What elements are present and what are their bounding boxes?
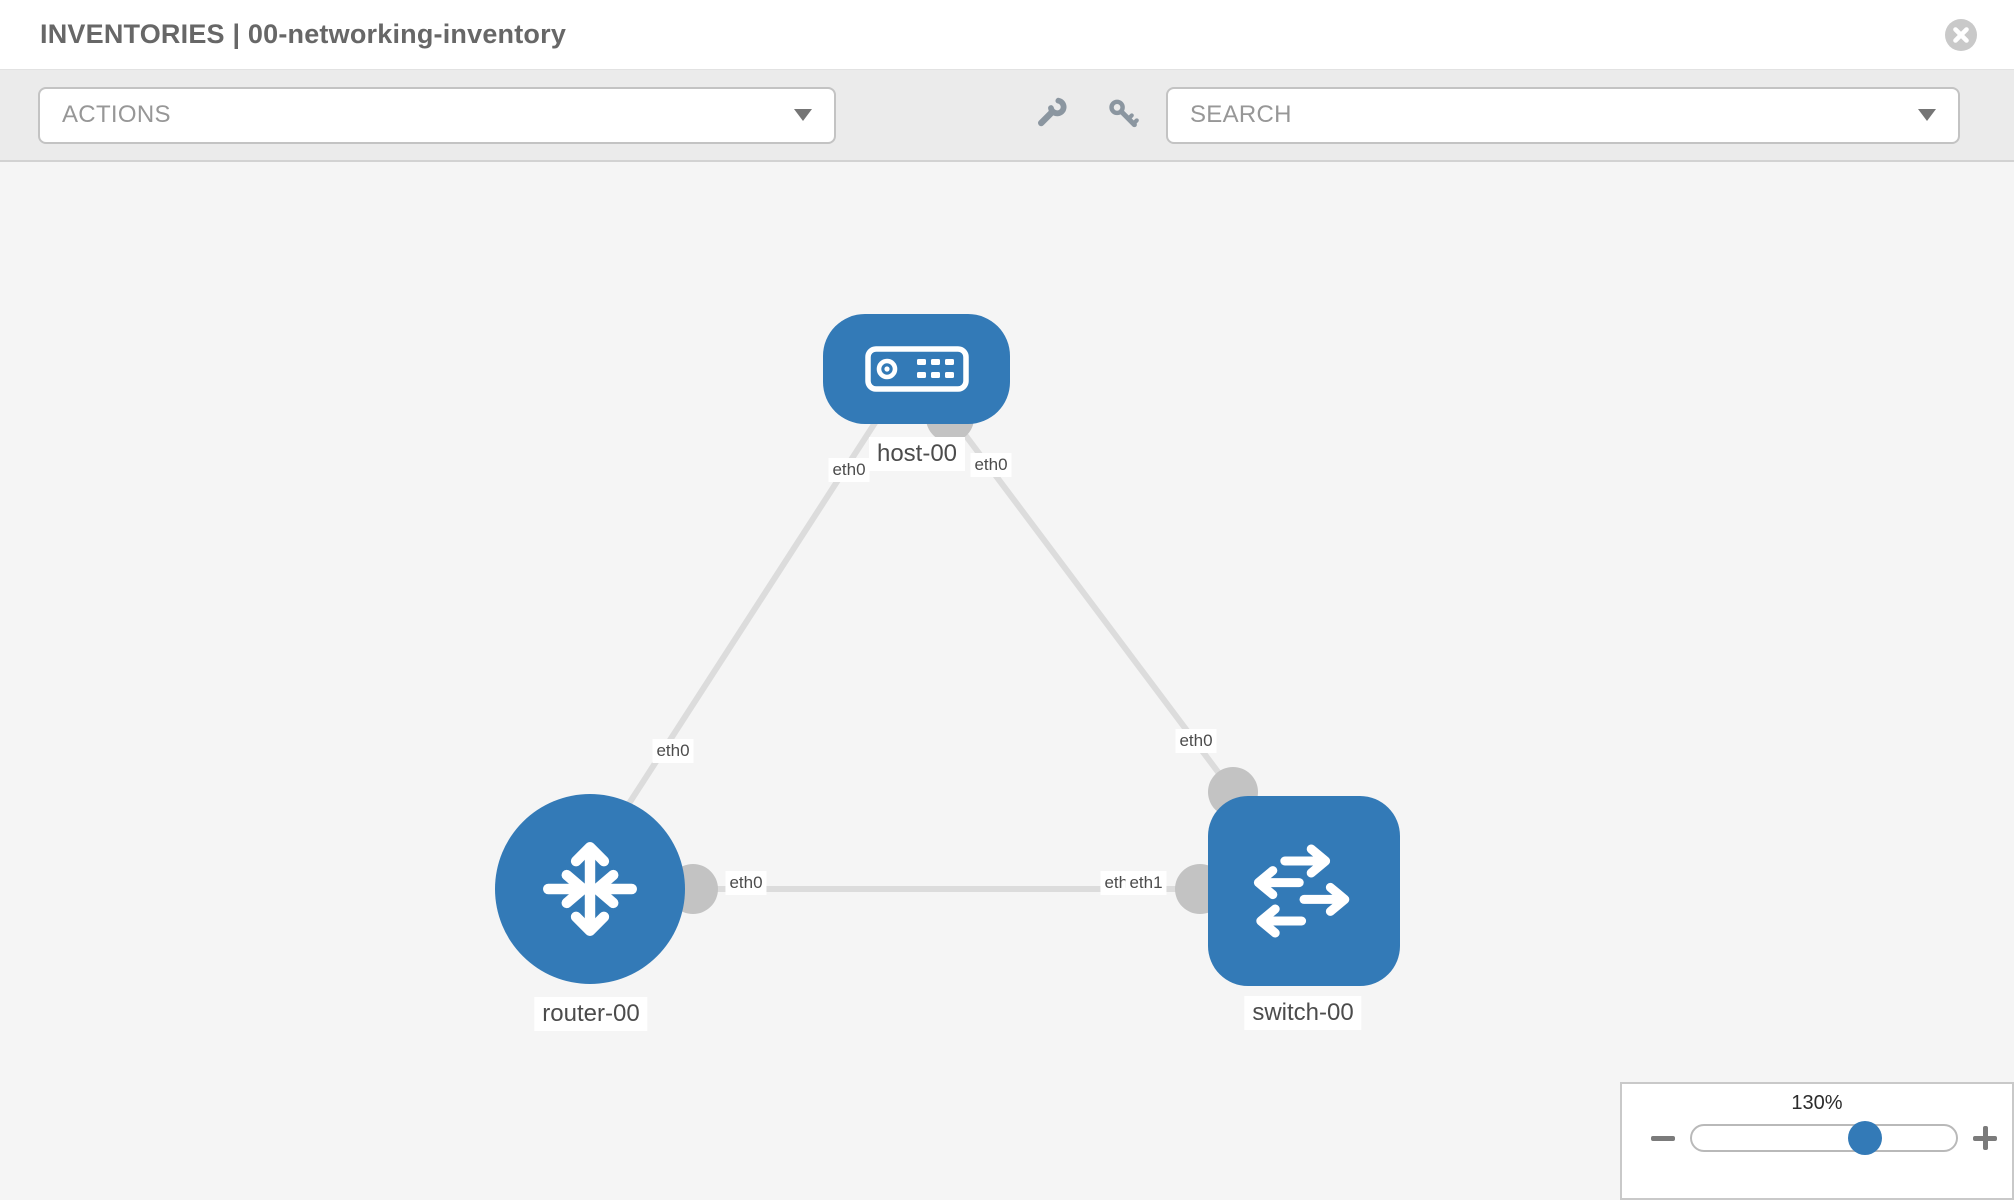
key-button[interactable] <box>1106 97 1142 133</box>
interface-label: eth0 <box>1175 729 1217 753</box>
interface-label: eth0 <box>970 453 1012 477</box>
search-dropdown[interactable]: SEARCH <box>1166 86 1960 144</box>
node-label-router-00: router-00 <box>534 997 648 1031</box>
interface-label: eth0 <box>652 739 694 763</box>
chevron-down-icon <box>794 109 812 121</box>
interface-label: eth0 <box>828 458 870 482</box>
router-arrows-icon <box>543 842 637 936</box>
zoom-slider-track[interactable] <box>1690 1121 1958 1155</box>
zoom-out-minus-icon[interactable] <box>1650 1125 1676 1151</box>
topology-canvas[interactable]: host-00 router-00 switch-00 eth0 eth0 et… <box>0 162 2014 1200</box>
search-placeholder: SEARCH <box>1190 101 1292 128</box>
zoom-slider-thumb[interactable] <box>1848 1121 1882 1155</box>
toolbar-tools <box>1034 97 1142 133</box>
switch-arrows-icon <box>1253 844 1350 938</box>
zoom-in-plus-icon[interactable] <box>1972 1125 1998 1151</box>
actions-dropdown[interactable]: ACTIONS <box>38 86 836 144</box>
zoom-slider-row <box>1622 1121 2012 1155</box>
node-label-switch-00: switch-00 <box>1244 996 1362 1030</box>
zoom-percentage: 130% <box>1791 1092 1843 1114</box>
page-title: INVENTORIES | 00-networking-inventory <box>40 19 567 49</box>
node-label-host-00: host-00 <box>868 437 966 471</box>
actions-dropdown-label: ACTIONS <box>62 101 171 128</box>
interface-label: eth0 <box>725 871 767 895</box>
close-icon <box>1945 18 1977 51</box>
wrench-icon <box>1038 97 1067 127</box>
key-icon <box>1109 99 1139 128</box>
configure-button[interactable] <box>1034 97 1070 133</box>
node-switch-00[interactable] <box>1208 796 1400 986</box>
server-icon <box>864 346 969 392</box>
node-host-00[interactable] <box>823 314 1010 424</box>
header: INVENTORIES | 00-networking-inventory <box>0 0 2014 70</box>
toolbar: ACTIONS SEARCH <box>0 70 2014 162</box>
zoom-panel: 130% <box>1620 1082 2014 1200</box>
chevron-down-icon <box>1918 109 1936 121</box>
links-layer <box>605 394 1258 914</box>
close-button[interactable] <box>1944 18 1978 52</box>
node-router-00[interactable] <box>495 794 685 984</box>
interface-label: eth1 <box>1125 871 1167 895</box>
link-host-router[interactable] <box>605 410 885 838</box>
